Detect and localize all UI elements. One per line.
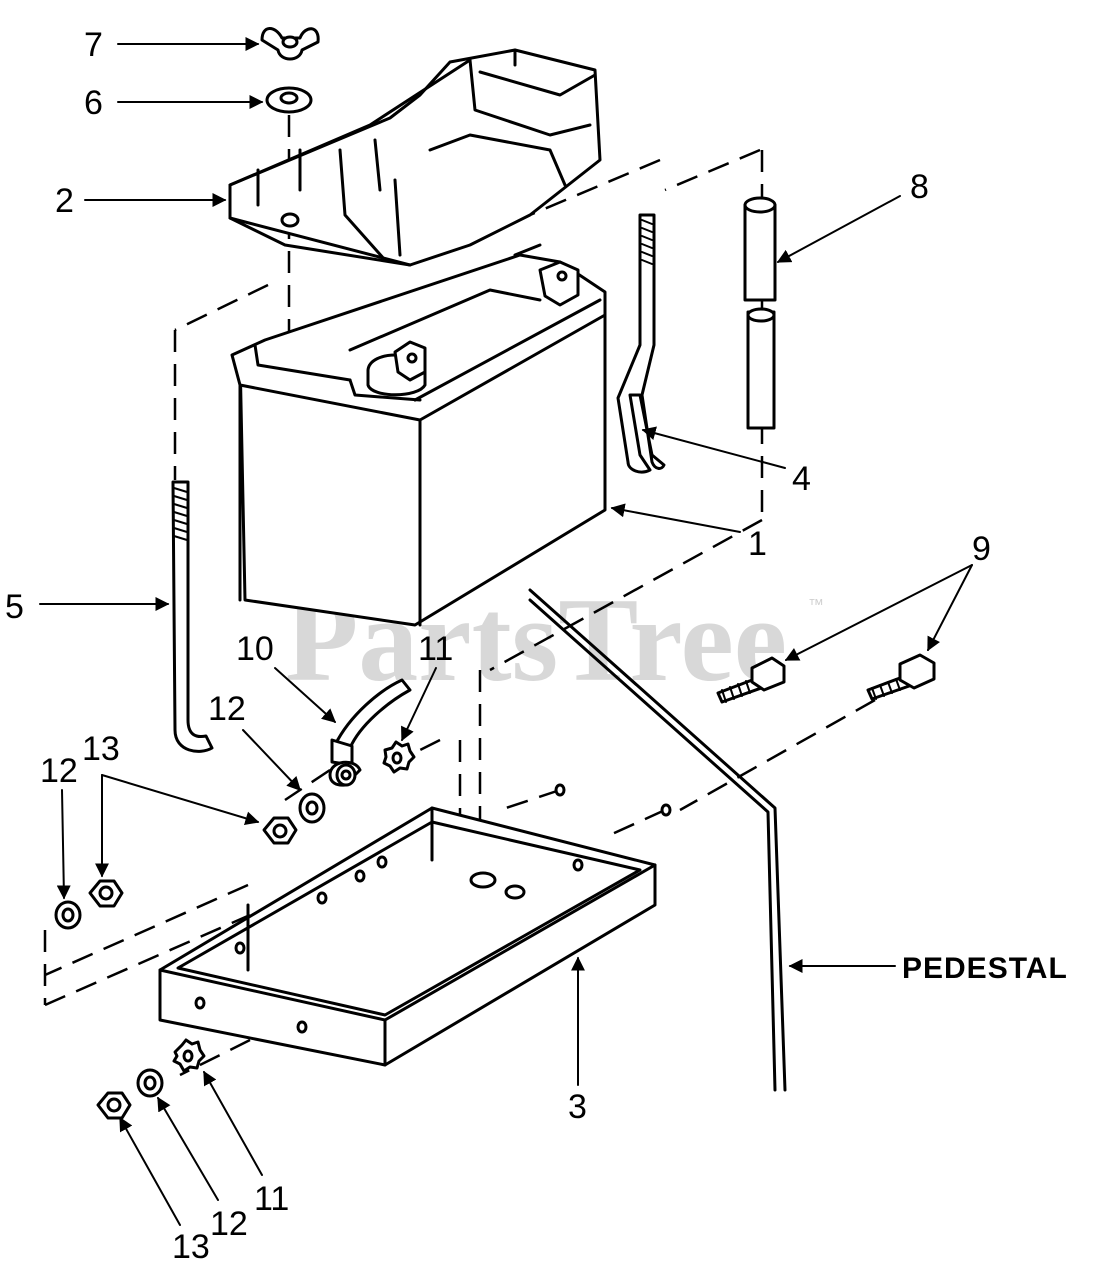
lock-washer-lower — [136, 1068, 164, 1098]
hold-down-bracket — [228, 48, 602, 267]
lock-washer-upper — [298, 792, 326, 824]
callout-4: 4 — [792, 460, 811, 498]
assembly-dashed-lines — [43, 115, 876, 1077]
callout-6: 6 — [84, 84, 103, 122]
callout-12-left: 12 — [40, 752, 78, 790]
hex-nut-upper — [262, 816, 298, 845]
hook-rod-right — [616, 213, 666, 474]
callout-2: 2 — [55, 182, 74, 220]
ground-cable — [328, 678, 412, 787]
star-washer-upper — [382, 740, 416, 774]
callout-13-top: 13 — [82, 730, 120, 768]
watermark-trademark: ™ — [808, 597, 824, 614]
callout-11-bottom: 11 — [254, 1180, 289, 1218]
wing-nut — [260, 27, 320, 61]
callout-10: 10 — [236, 630, 274, 668]
spacer-tubes — [743, 196, 777, 430]
callout-13-bottom: 13 — [172, 1228, 210, 1266]
callout-8: 8 — [910, 168, 929, 206]
star-washer-lower — [172, 1038, 206, 1073]
washer-top — [265, 86, 313, 114]
pedestal — [528, 588, 787, 1092]
pedestal-label: PEDESTAL — [902, 952, 1068, 985]
callout-9: 9 — [972, 530, 991, 568]
bolt-lower — [866, 653, 936, 701]
hex-nut-left — [88, 879, 124, 908]
leader-arrows — [39, 37, 973, 1226]
callout-11-top: 11 — [418, 630, 453, 668]
lock-washer-left — [54, 900, 82, 930]
callout-7: 7 — [84, 26, 103, 64]
bolt-upper — [716, 656, 786, 704]
hex-nut-lower — [96, 1091, 132, 1120]
hook-rod-left — [171, 480, 214, 753]
callout-12-bottom: 12 — [210, 1205, 248, 1243]
battery-tray — [158, 783, 672, 1067]
callout-3: 3 — [568, 1088, 587, 1126]
callout-1: 1 — [748, 525, 767, 563]
callout-12-top: 12 — [208, 690, 246, 728]
callout-5: 5 — [5, 588, 24, 626]
battery — [230, 243, 607, 627]
